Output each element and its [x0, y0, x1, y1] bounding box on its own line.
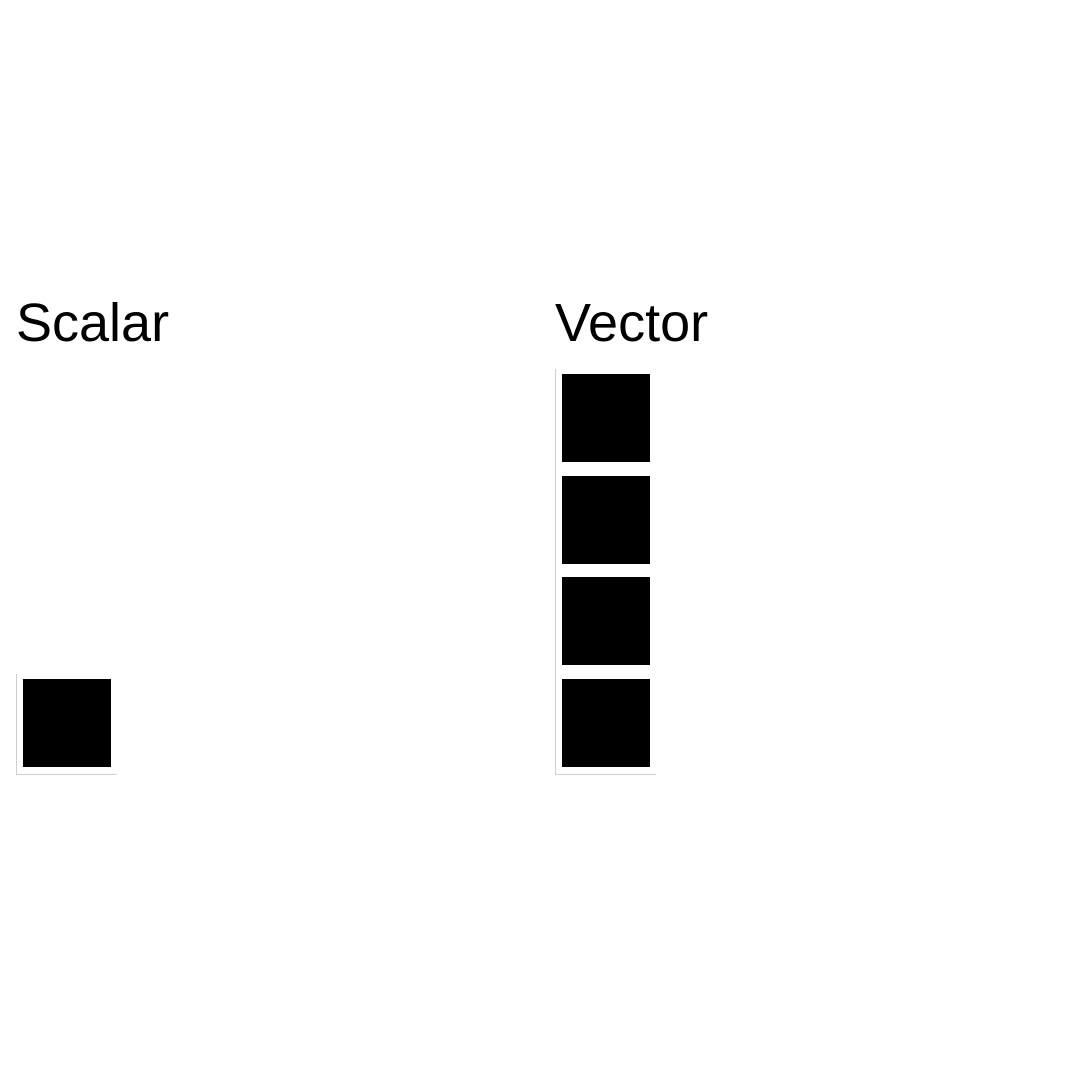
scalar-square: [23, 678, 111, 767]
vector-square: [562, 577, 650, 665]
vector-square: [562, 475, 650, 564]
vector-square: [562, 678, 650, 767]
vector-square: [562, 374, 650, 462]
scalar-column: [16, 673, 117, 776]
vector-cell: [556, 674, 656, 776]
vector-cell: [556, 369, 656, 471]
vector-cell: [556, 572, 656, 674]
vector-column: [555, 369, 656, 775]
scalar-title: Scalar: [16, 293, 170, 353]
vector-title: Vector: [555, 293, 709, 353]
scalar-cell: [17, 674, 117, 776]
vector-cell: [556, 471, 656, 573]
